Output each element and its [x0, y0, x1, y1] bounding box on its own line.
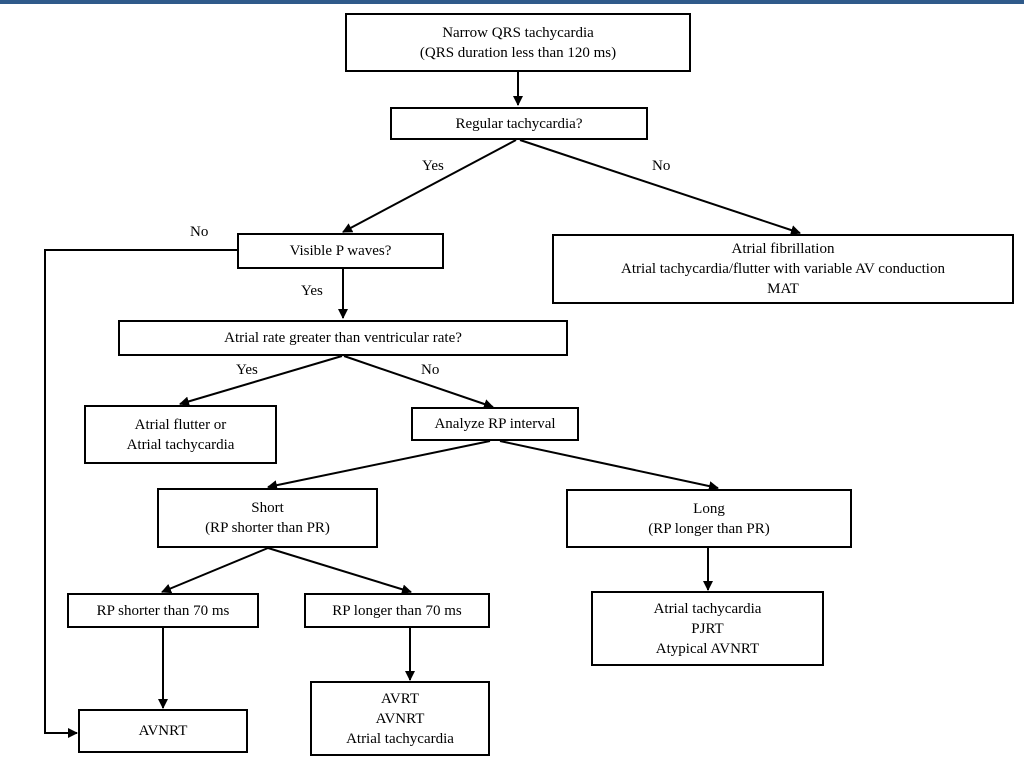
- node-text: AVRT: [381, 690, 419, 707]
- node-text: Atrial flutter or: [134, 416, 227, 433]
- node-atrial-rate: Atrial rate greater than ventricular rat…: [118, 320, 568, 356]
- node-short-rp: Short (RP shorter than PR): [157, 488, 378, 548]
- node-long-rp-result: Atrial tachycardia PJRT Atypical AVNRT: [591, 591, 824, 666]
- label-visible-p-yes: Yes: [301, 283, 323, 299]
- node-text: Atrial rate greater than ventricular rat…: [224, 330, 462, 346]
- node-text: (RP longer than PR): [648, 520, 770, 537]
- node-text: RP longer than 70 ms: [332, 602, 462, 619]
- node-text: AVNRT: [138, 723, 188, 739]
- arrow-analyze-rp-to-short: [267, 440, 491, 491]
- node-irregular-rhythms: Atrial fibrillation Atrial tachycardia/f…: [552, 234, 1014, 304]
- node-text: Long: [693, 500, 725, 517]
- label-atrial-no: No: [421, 362, 440, 378]
- node-text: RP shorter than 70 ms: [96, 602, 230, 619]
- node-visible-p-waves: Visible P waves?: [237, 233, 444, 269]
- label-visible-p-no: No: [190, 224, 209, 240]
- node-text: Atrial tachycardia: [126, 436, 235, 453]
- node-regular-tachycardia: Regular tachycardia?: [390, 107, 648, 140]
- node-narrow-qrs: Narrow QRS tachycardia (QRS duration les…: [345, 13, 691, 72]
- node-text: Atrial fibrillation: [731, 241, 835, 257]
- arrow-analyze-rp-to-long: [499, 440, 719, 491]
- node-text: PJRT: [691, 620, 724, 637]
- node-text: Narrow QRS tachycardia: [442, 24, 594, 41]
- arrow-visible-p-no-to-avnrt: [44, 249, 237, 738]
- top-accent-bar: [0, 0, 1024, 4]
- node-text: (RP shorter than PR): [205, 520, 330, 536]
- node-text: Atypical AVNRT: [655, 640, 760, 657]
- arrow-short-to-rp-long70: [267, 547, 412, 595]
- node-avnrt: AVNRT: [78, 709, 248, 753]
- label-regular-no: No: [652, 158, 671, 174]
- node-rp-longer-70: RP longer than 70 ms: [304, 593, 490, 628]
- node-text: Visible P waves?: [289, 243, 392, 259]
- node-text: Regular tachycardia?: [455, 115, 583, 132]
- node-text: Atrial tachycardia: [653, 600, 762, 617]
- node-text: AVNRT: [375, 710, 425, 727]
- node-text: Atrial tachycardia/flutter with variable…: [621, 261, 945, 277]
- arrow-atrial-rate-to-flutter: [179, 355, 343, 407]
- node-long-rp: Long (RP longer than PR): [566, 489, 852, 548]
- node-text: Atrial tachycardia: [346, 730, 454, 747]
- arrow-regular-to-visible-p: [342, 139, 517, 233]
- node-text: (QRS duration less than 120 ms): [419, 44, 617, 61]
- node-rp-shorter-70: RP shorter than 70 ms: [67, 593, 259, 628]
- label-atrial-yes: Yes: [236, 362, 258, 378]
- arrow-regular-to-irregular: [519, 139, 801, 235]
- node-avrt-group: AVRT AVNRT Atrial tachycardia: [310, 681, 490, 756]
- node-analyze-rp: Analyze RP interval: [411, 407, 579, 441]
- arrow-atrial-rate-to-analyze-rp: [343, 355, 494, 409]
- node-atrial-flutter: Atrial flutter or Atrial tachycardia: [84, 405, 277, 464]
- node-text: MAT: [767, 281, 799, 297]
- node-text: Analyze RP interval: [434, 416, 556, 432]
- node-text: Short: [251, 500, 284, 516]
- arrow-short-to-rp-short70: [161, 547, 269, 594]
- label-regular-yes: Yes: [422, 158, 444, 174]
